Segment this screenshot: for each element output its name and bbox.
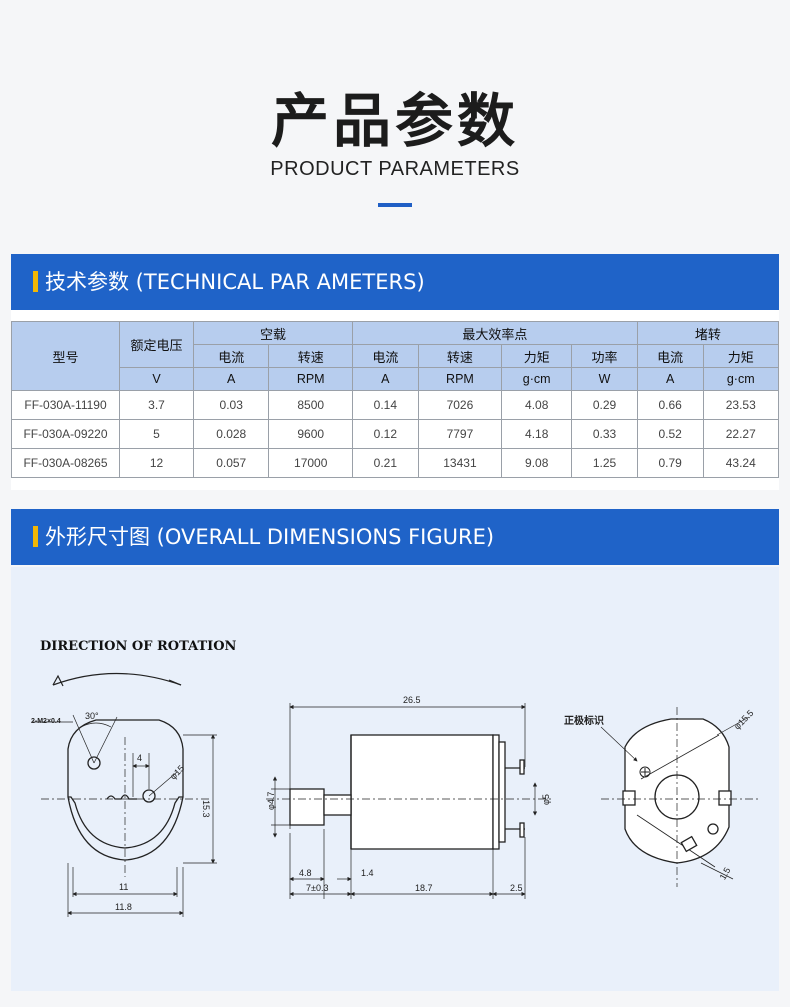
technical-parameters-table: 型号 额定电压 空载 最大效率点 堵转 电流 转速 电流 转速 力矩 功率 电流… xyxy=(11,321,780,478)
boss-dia-label: φ5 xyxy=(541,794,551,805)
table-cell: 1.25 xyxy=(571,448,638,478)
sub-header-speed: 转速 xyxy=(417,344,503,368)
table-row: FF-030A-08265 12 0.057 17000 0.21 13431 … xyxy=(11,448,780,478)
sub-header-torque: 力矩 xyxy=(702,344,780,368)
unit-cell: A xyxy=(351,367,419,391)
unit-cell: A xyxy=(636,367,704,391)
table-cell: 7797 xyxy=(417,419,503,449)
title-underline xyxy=(378,203,412,207)
back-dia-label: φ15.5 xyxy=(732,708,756,732)
gap-label: 1.4 xyxy=(361,868,374,878)
back-view-dims xyxy=(600,707,761,887)
sub-header-torque: 力矩 xyxy=(501,344,573,368)
table-cell: 0.14 xyxy=(351,390,419,420)
table-row: FF-030A-09220 5 0.028 9600 0.12 7797 4.1… xyxy=(11,419,780,449)
table-cell: 0.52 xyxy=(636,419,704,449)
sub-header-speed: 转速 xyxy=(268,344,353,368)
outer-width-label: 11.8 xyxy=(115,902,132,912)
dimensions-section-banner: 外形尺寸图 (OVERALL DIMENSIONS FIGURE) xyxy=(11,509,779,565)
inner-width-label: 11 xyxy=(119,882,128,892)
table-cell: 17000 xyxy=(268,448,353,478)
table-cell: 0.66 xyxy=(636,390,704,420)
shaft-dia-label: φ4.7 xyxy=(266,792,276,810)
table-cell: 12 xyxy=(119,448,194,478)
front-length-label: 7±0.3 xyxy=(306,883,328,893)
polarity-label: 正极标识 xyxy=(564,714,604,727)
cell-model: FF-030A-11190 xyxy=(11,390,120,420)
col-header-model: 型号 xyxy=(11,321,120,391)
table-cell: 0.79 xyxy=(636,448,704,478)
table-cell: 0.29 xyxy=(571,390,638,420)
table-cell: 5 xyxy=(119,419,194,449)
unit-cell: V xyxy=(119,367,194,391)
unit-cell: RPM xyxy=(268,367,353,391)
height-label: 15.3 xyxy=(201,800,211,818)
cell-model: FF-030A-09220 xyxy=(11,419,120,449)
table-cell: 0.028 xyxy=(192,419,270,449)
page-title: 产品参数 xyxy=(270,87,519,155)
total-length-label: 26.5 xyxy=(403,695,421,705)
unit-cell: RPM xyxy=(417,367,503,391)
table-cell: 43.24 xyxy=(702,448,780,478)
front-view xyxy=(67,719,184,861)
rotation-label: DIRECTION OF ROTATION xyxy=(40,639,237,654)
table-cell: 0.03 xyxy=(192,390,270,420)
table-cell: 0.057 xyxy=(192,448,270,478)
banner-marker xyxy=(33,271,38,292)
terminal-length-label: 2.5 xyxy=(510,883,523,893)
unit-cell: A xyxy=(192,367,270,391)
table-cell: 3.7 xyxy=(119,390,194,420)
table-cell: 9.08 xyxy=(501,448,573,478)
rotation-arrow-icon xyxy=(52,672,182,687)
front-view-dims xyxy=(33,714,217,917)
unit-cell: g·cm xyxy=(702,367,780,391)
body-length-label: 18.7 xyxy=(415,883,433,893)
table-cell: 0.21 xyxy=(351,448,419,478)
banner-marker xyxy=(33,526,38,547)
hole-note: 2-M2×0.4 xyxy=(31,718,61,725)
shaft-length-label: 4.8 xyxy=(299,868,312,878)
sub-header-current: 电流 xyxy=(351,344,419,368)
table-cell: 8500 xyxy=(268,390,353,420)
side-view xyxy=(289,734,525,850)
unit-cell: g·cm xyxy=(501,367,573,391)
page-header: 产品参数 PRODUCT PARAMETERS xyxy=(0,0,790,255)
side-view-dims xyxy=(266,703,551,899)
col-header-voltage: 额定电压 xyxy=(119,321,194,368)
technical-section-title: 技术参数 (TECHNICAL PAR AMETERS) xyxy=(45,270,425,294)
table-cell: 22.27 xyxy=(702,419,780,449)
positive-marker-icon xyxy=(639,766,651,778)
sub-header-power: 功率 xyxy=(571,344,638,368)
group-header-stall: 堵转 xyxy=(636,321,780,345)
cell-model: FF-030A-08265 xyxy=(11,448,120,478)
spacing-label: 4 xyxy=(137,753,142,763)
table-cell: 23.53 xyxy=(702,390,780,420)
dimensions-figure: DIRECTION OF ROTATION xyxy=(11,567,779,991)
table-cell: 13431 xyxy=(417,448,503,478)
sub-header-current: 电流 xyxy=(192,344,270,368)
table-cell: 7026 xyxy=(417,390,503,420)
group-header-max-efficiency: 最大效率点 xyxy=(351,321,638,345)
table-cell: 4.18 xyxy=(501,419,573,449)
group-header-noload: 空载 xyxy=(193,321,353,345)
angle-label: 30° xyxy=(85,711,99,721)
unit-cell: W xyxy=(571,367,638,391)
sub-header-current: 电流 xyxy=(636,344,704,368)
table-cell: 9600 xyxy=(268,419,353,449)
dimensions-drawing: DIRECTION OF ROTATION xyxy=(31,639,761,917)
dimensions-section-title: 外形尺寸图 (OVERALL DIMENSIONS FIGURE) xyxy=(45,525,495,549)
table-cell: 0.33 xyxy=(571,419,638,449)
table-cell: 4.08 xyxy=(501,390,573,420)
back-terminal-label: 1.5 xyxy=(718,866,733,882)
table-cell: 0.12 xyxy=(351,419,419,449)
page-subtitle: PRODUCT PARAMETERS xyxy=(270,158,520,180)
table-row: FF-030A-11190 3.7 0.03 8500 0.14 7026 4.… xyxy=(11,390,780,420)
technical-section-banner: 技术参数 (TECHNICAL PAR AMETERS) xyxy=(11,254,779,310)
